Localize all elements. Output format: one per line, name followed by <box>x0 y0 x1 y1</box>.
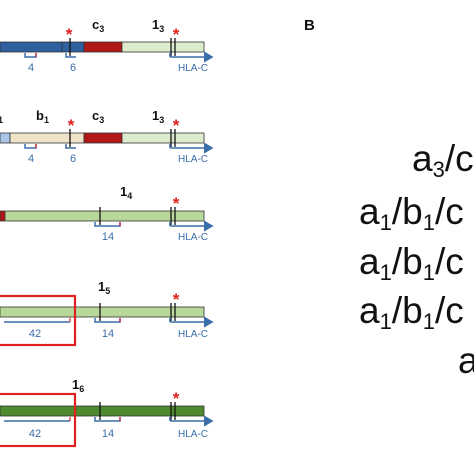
genotype-formula: a3/c <box>412 138 474 182</box>
construct-row-3: * 14 14 HLA-C <box>0 184 214 243</box>
boxed-number: 42 <box>29 428 41 440</box>
segment-label: c3 <box>92 17 104 34</box>
panel-label: B <box>304 17 315 34</box>
hla-label: HLA-C <box>178 154 208 165</box>
exon-number: 6 <box>70 153 76 165</box>
red-segment <box>83 132 123 144</box>
exon-number: 14 <box>102 328 114 340</box>
exon-number: 14 <box>102 428 114 440</box>
segment-label: 13 <box>152 17 164 34</box>
asterisk-icon: * <box>173 116 180 135</box>
segment-label: 14 <box>120 184 132 201</box>
exon-number: 14 <box>102 231 114 243</box>
green-segment <box>121 132 205 144</box>
genotype-formula: a1/b1/c <box>359 191 464 235</box>
green-segment <box>4 210 205 222</box>
bracket-icon <box>24 53 37 58</box>
blue-segment <box>0 41 63 53</box>
segment-label: 16 <box>72 377 84 394</box>
asterisk-icon: * <box>173 25 180 44</box>
green-segment <box>0 306 205 318</box>
genotype-formula: a1/b1/c <box>359 290 464 334</box>
exon-number: 4 <box>28 62 34 74</box>
segment-label: c3 <box>92 108 104 125</box>
construct-row-5: * 16 42 14 HLA-C <box>0 377 214 448</box>
asterisk-icon: * <box>66 25 73 44</box>
asterisk-icon: * <box>173 389 180 408</box>
segment-label: 15 <box>98 279 110 296</box>
red-segment <box>83 41 123 53</box>
hla-label: HLA-C <box>178 63 208 74</box>
hla-label: HLA-C <box>178 232 208 243</box>
green-segment <box>0 405 205 417</box>
boxed-number: 42 <box>29 328 41 340</box>
bracket-icon <box>24 144 37 149</box>
bracket-icon <box>65 53 76 58</box>
exon-number: 6 <box>70 62 76 74</box>
exon-number: 4 <box>28 153 34 165</box>
bracket-icon <box>65 144 76 149</box>
bracket-icon <box>94 417 121 422</box>
segment-label: 1 <box>0 115 3 125</box>
highlight-box <box>0 294 77 347</box>
genotype-formula: a <box>458 340 474 381</box>
hla-label: HLA-C <box>178 329 208 340</box>
segment-label: 13 <box>152 108 164 125</box>
green-segment <box>121 41 205 53</box>
highlight-box <box>0 392 77 448</box>
genotype-formula: a1/b1/c <box>359 241 464 285</box>
asterisk-icon: * <box>68 116 75 135</box>
light-blue-segment <box>0 132 11 144</box>
bracket-icon <box>94 222 121 227</box>
hla-label: HLA-C <box>178 429 208 440</box>
red-segment <box>0 210 6 222</box>
construct-row-1: * * c3 13 4 6 HLA-C <box>0 17 214 74</box>
bracket-icon <box>94 318 121 323</box>
construct-row-4: * 15 42 14 HLA-C <box>0 279 214 347</box>
construct-row-2: * * 1 b1 c3 13 4 6 HLA-C <box>0 108 214 165</box>
asterisk-icon: * <box>173 194 180 213</box>
segment-label: b1 <box>36 108 49 125</box>
asterisk-icon: * <box>173 290 180 309</box>
